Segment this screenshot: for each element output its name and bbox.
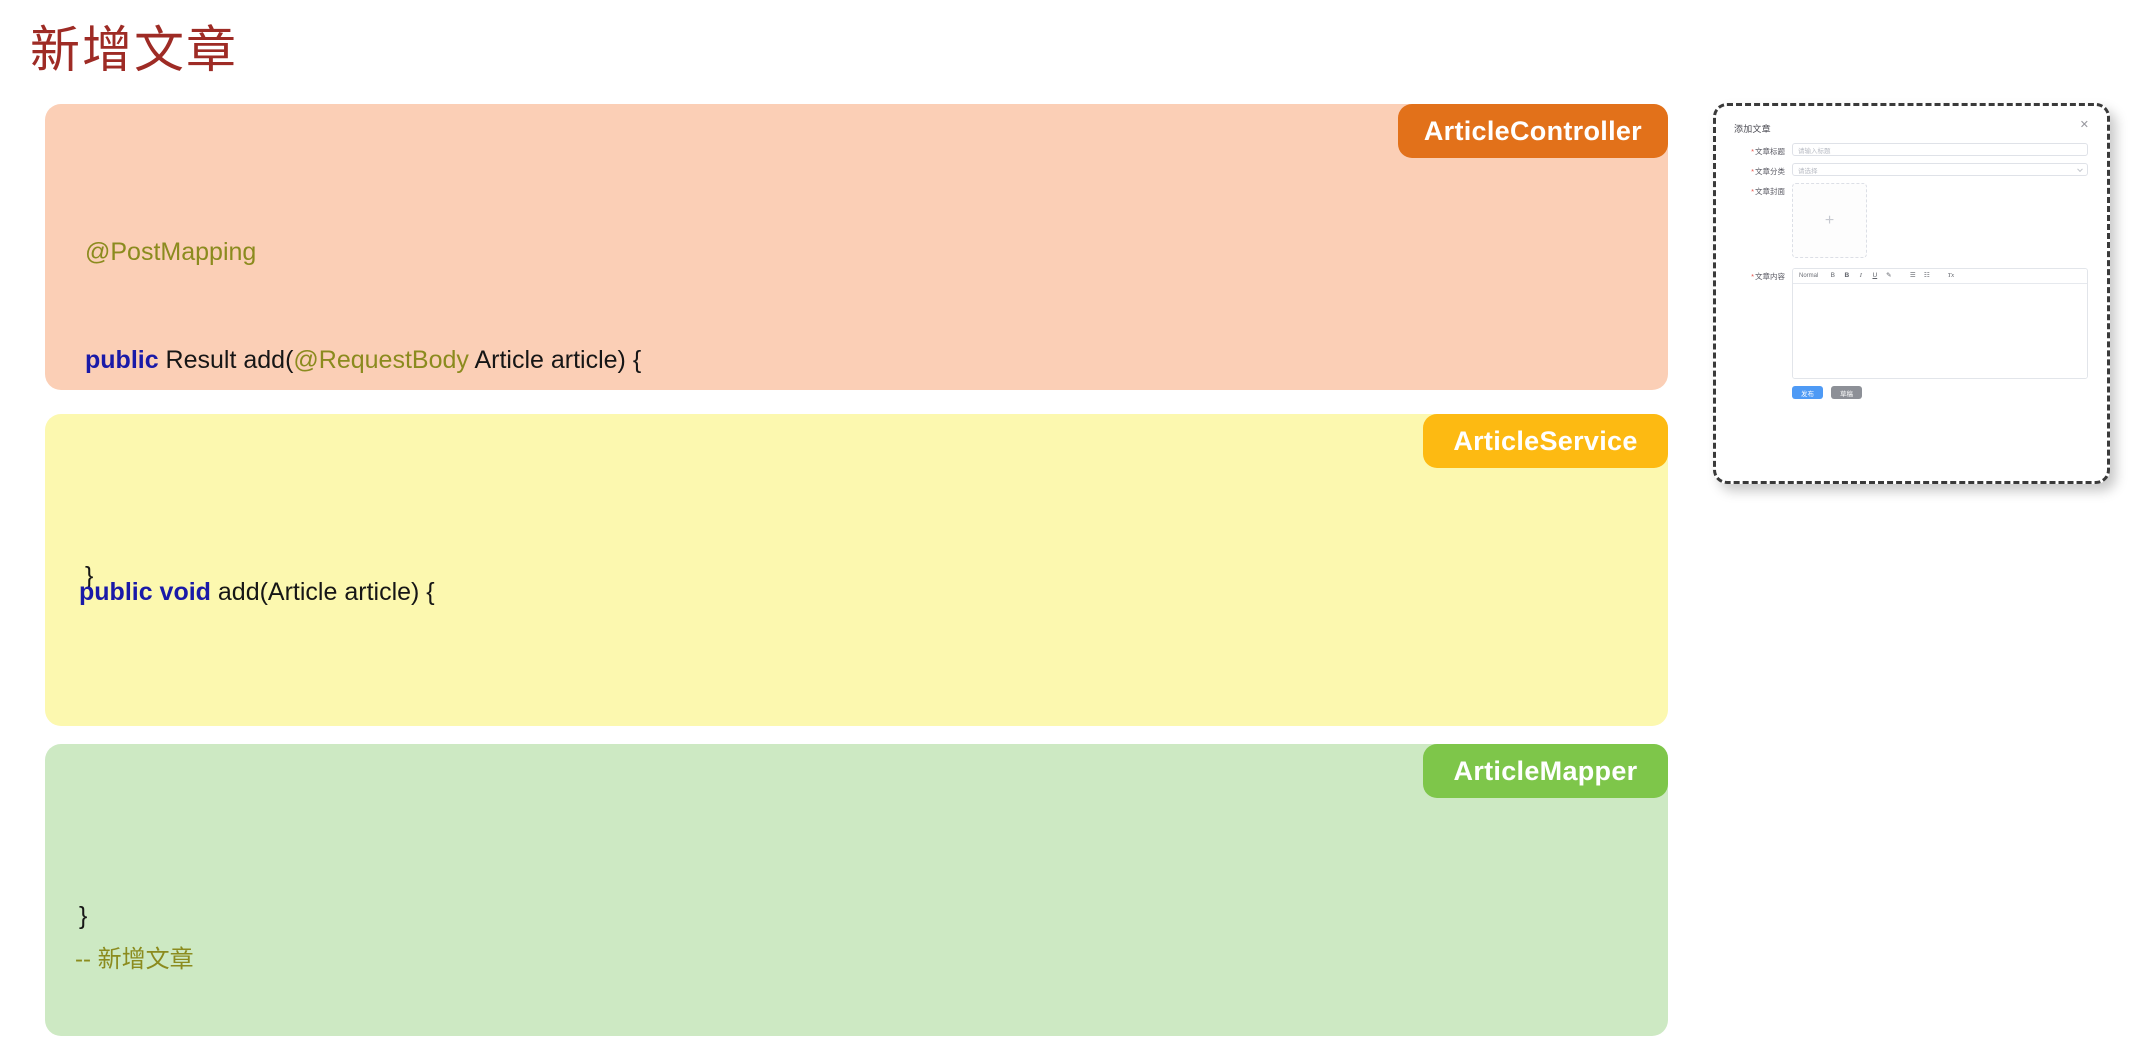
code-block-controller: @PostMapping public Result add(@RequestB…: [67, 130, 1646, 666]
code-line-annotation: @PostMapping: [85, 234, 1646, 270]
rich-text-editor: Normal B B I U ✎ ☰ ☷ Tx: [1792, 268, 2088, 379]
label-text: 文章标题: [1755, 147, 1785, 156]
label-article-title: *文章标题: [1733, 143, 1785, 157]
label-text: 文章封面: [1755, 187, 1785, 196]
draft-button[interactable]: 草稿: [1831, 386, 1862, 399]
code-card-service: public void add(Article article) { } Art…: [45, 414, 1668, 930]
signature-part-one: Result add(: [158, 346, 294, 374]
badge-article-mapper: ArticleMapper: [1423, 744, 1668, 798]
label-text: 文章分类: [1755, 167, 1785, 176]
label-article-cover: *文章封面: [1733, 183, 1785, 197]
signature-text: add(Article article) {: [210, 578, 435, 606]
bullet-list-icon[interactable]: ☷: [1923, 271, 1930, 279]
chevron-down-icon: [2077, 165, 2083, 172]
label-article-content: *文章内容: [1733, 268, 1785, 282]
control-article-content: Normal B B I U ✎ ☰ ☷ Tx: [1785, 268, 2088, 379]
keyword-public: public: [85, 346, 159, 374]
code-block-service: public void add(Article article) { }: [67, 440, 1646, 1006]
dialog-actions: 发布 草稿: [1733, 386, 2088, 399]
signature-part-two: Article article) {: [468, 346, 642, 374]
form-row-content: *文章内容 Normal B B I U ✎ ☰: [1733, 268, 2088, 379]
underline-icon[interactable]: U: [1872, 271, 1878, 279]
annotation-postmapping: @PostMapping: [85, 238, 257, 266]
clear-format-icon[interactable]: Tx: [1947, 271, 1955, 279]
label-text: 文章内容: [1755, 272, 1785, 281]
label-article-category: *文章分类: [1733, 163, 1785, 177]
article-form: *文章标题 请输入标题 *文章分类 请选择 *文章封面 +: [1723, 143, 2100, 399]
dialog-title: 添加文章: [1734, 124, 1771, 134]
italic-icon[interactable]: I: [1859, 271, 1862, 279]
code-card-service-body: public void add(Article article) { }: [45, 414, 1668, 930]
code-card-mapper: -- 新增文章 insert into article(title,conten…: [45, 744, 1668, 1036]
editor-toolbar: Normal B B I U ✎ ☰ ☷ Tx: [1793, 269, 2087, 284]
form-row-category: *文章分类 请选择: [1733, 163, 2088, 177]
close-icon[interactable]: ✕: [2079, 119, 2089, 131]
code-card-mapper-body: -- 新增文章 insert into article(title,conten…: [45, 744, 1668, 1036]
editor-content-area[interactable]: [1793, 284, 2087, 378]
bold-icon[interactable]: B: [1844, 271, 1850, 279]
required-marker: *: [1751, 272, 1754, 281]
badge-article-controller: ArticleController: [1397, 104, 1668, 158]
link-icon[interactable]: ✎: [1886, 271, 1892, 279]
input-article-title[interactable]: 请输入标题: [1792, 143, 2088, 156]
select-article-category[interactable]: 请选择: [1792, 163, 2088, 176]
format-dropdown[interactable]: Normal: [1799, 273, 1819, 279]
code-line-comment: -- 新增文章: [75, 942, 1646, 978]
code-line-signature: public void add(Article article) {: [79, 574, 1646, 610]
form-row-cover: *文章封面 +: [1733, 183, 2088, 258]
publish-button[interactable]: 发布: [1792, 386, 1823, 399]
code-card-controller: @PostMapping public Result add(@RequestB…: [45, 104, 1668, 590]
form-row-title: *文章标题 请输入标题: [1733, 143, 2088, 157]
select-value: 请选择: [1798, 167, 1818, 175]
bold-icon[interactable]: B: [1830, 271, 1836, 279]
close-brace: }: [79, 902, 88, 930]
plus-icon: +: [1824, 211, 1835, 229]
code-line-signature: public Result add(@RequestBody Article a…: [85, 342, 1646, 378]
control-article-cover: +: [1785, 183, 2088, 258]
required-marker: *: [1751, 167, 1754, 176]
required-marker: *: [1751, 147, 1754, 156]
ordered-list-icon[interactable]: ☰: [1909, 271, 1916, 279]
code-spacer: [79, 682, 1646, 718]
code-card-controller-body: @PostMapping public Result add(@RequestB…: [45, 104, 1668, 590]
annotation-requestbody: @RequestBody: [293, 346, 469, 374]
upload-cover-button[interactable]: +: [1792, 183, 1867, 258]
page-title: 新增文章: [30, 22, 238, 78]
control-article-category: 请选择: [1785, 163, 2088, 176]
code-line-close: }: [79, 898, 1646, 934]
screenshot-frame: 添加文章 ✕ *文章标题 请输入标题 *文章分类 请选择: [1713, 103, 2110, 484]
control-article-title: 请输入标题: [1785, 143, 2088, 156]
badge-article-service: ArticleService: [1423, 414, 1668, 468]
dialog-add-article: 添加文章 ✕ *文章标题 请输入标题 *文章分类 请选择: [1723, 113, 2100, 474]
code-block-mapper: -- 新增文章 insert into article(title,conten…: [67, 770, 1646, 1052]
keyword-public-void: public void: [79, 578, 211, 606]
required-marker: *: [1751, 187, 1754, 196]
close-brace: }: [85, 562, 94, 590]
code-line-close: }: [85, 558, 1646, 594]
sql-comment: -- 新增文章: [75, 946, 194, 973]
